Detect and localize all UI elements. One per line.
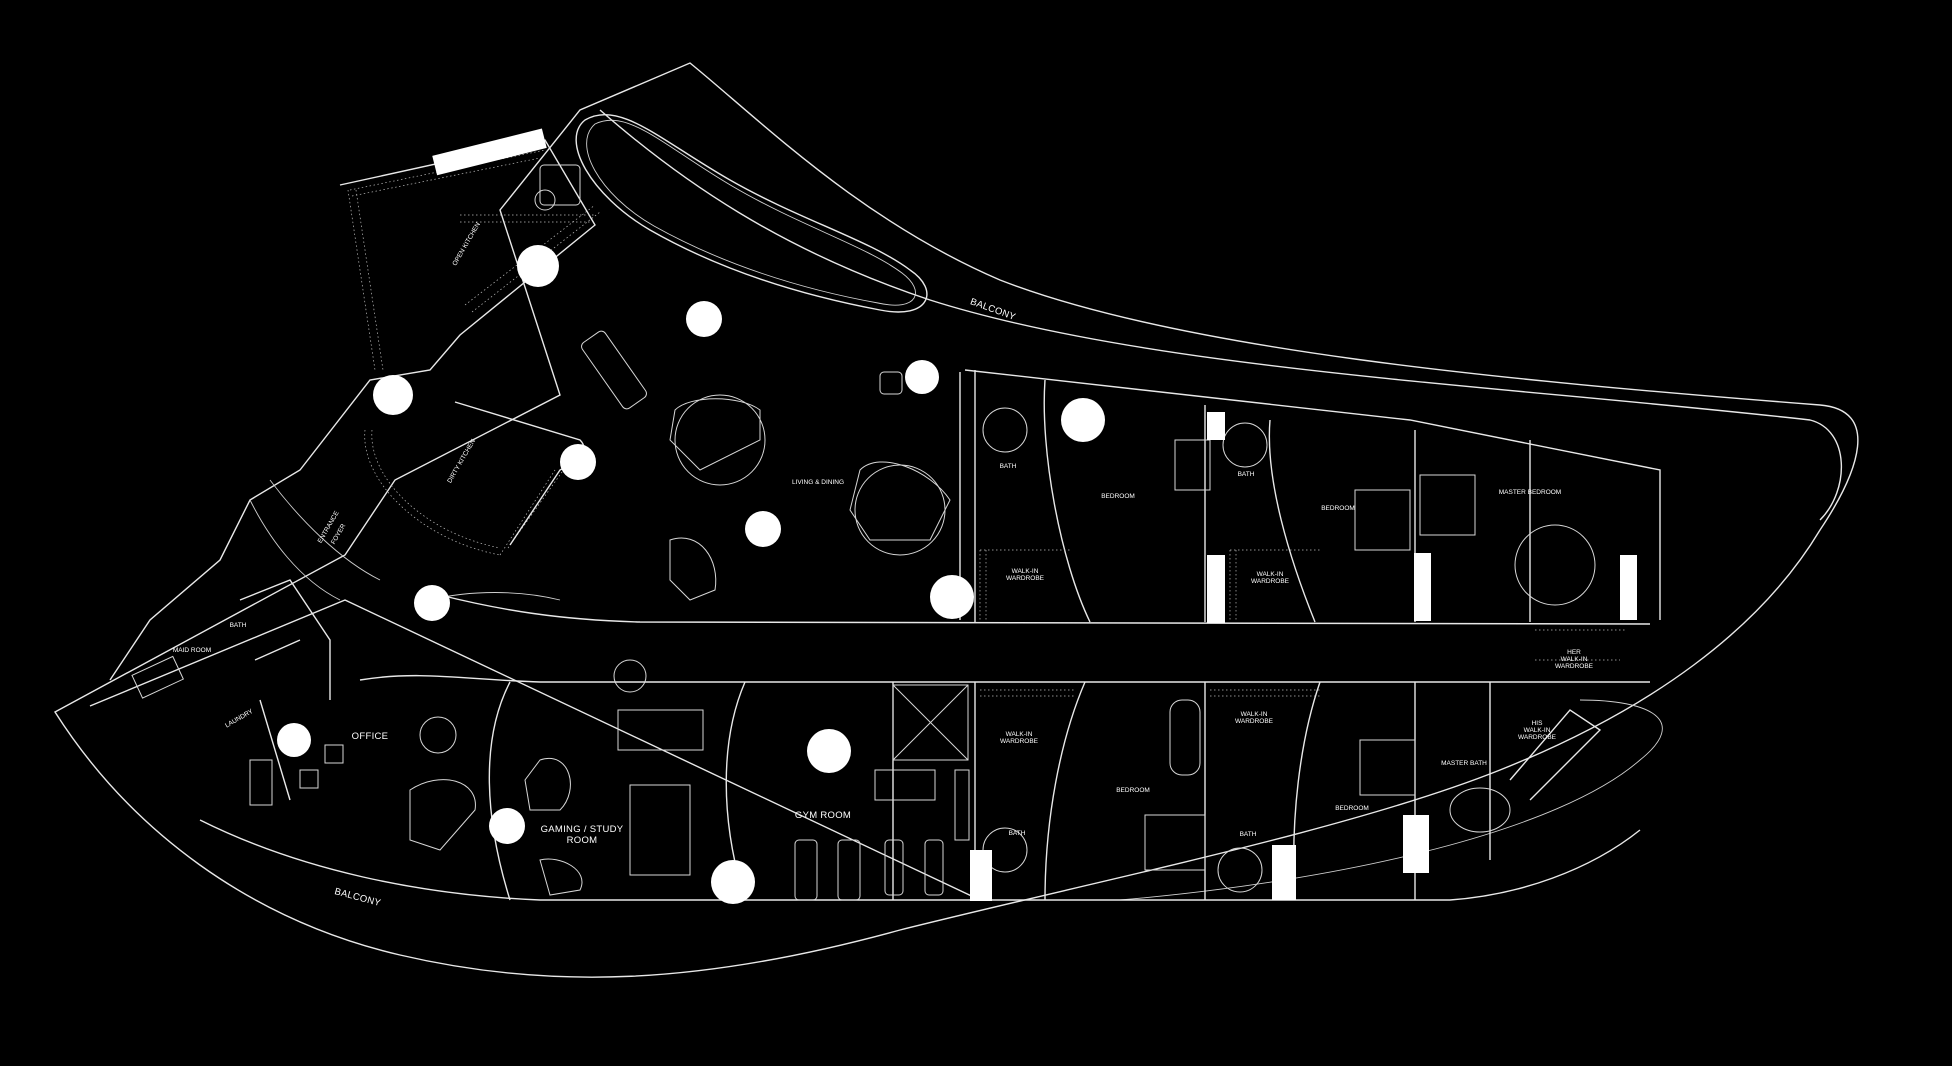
marker-block — [1272, 845, 1296, 900]
white-markers — [277, 245, 1105, 904]
label-maid-bath: BATH — [230, 622, 247, 629]
label-bath-2: BATH — [1238, 471, 1255, 478]
marker-dot — [745, 511, 781, 547]
label-walkin-3a: WALK-IN — [1241, 711, 1268, 718]
marker-dot — [905, 360, 939, 394]
label-walkin-2b: WARDROBE — [1251, 578, 1290, 585]
label-bedroom-4: BEDROOM — [1116, 787, 1150, 794]
label-gym-room: GYM ROOM — [795, 810, 851, 821]
label-his-walkin-2: WALK-IN — [1524, 727, 1551, 734]
marker-dot — [560, 444, 596, 480]
label-bedroom-2: BEDROOM — [1321, 505, 1355, 512]
label-her-walkin-1: HER — [1567, 649, 1581, 656]
marker-dot — [517, 245, 559, 287]
label-walkin-1a: WALK-IN — [1012, 568, 1039, 575]
white-blocks — [432, 128, 1637, 901]
marker-dot — [373, 375, 413, 415]
room-labels: OPEN KITCHEN DIRTY KITCHEN LIVING & DINI… — [173, 221, 1594, 909]
label-bath-1: BATH — [1000, 463, 1017, 470]
marker-dot — [277, 723, 311, 757]
marker-block — [1403, 815, 1429, 873]
marker-dot — [489, 808, 525, 844]
label-walkin-3b: WARDROBE — [1235, 718, 1274, 725]
marker-dot — [414, 585, 450, 621]
marker-dot — [807, 729, 851, 773]
label-walkin-4b: WARDROBE — [1000, 738, 1039, 745]
marker-block — [970, 850, 992, 901]
label-master-bedroom: MASTER BEDROOM — [1499, 489, 1561, 496]
label-bath-3: BATH — [1240, 831, 1257, 838]
label-living-dining: LIVING & DINING — [792, 479, 844, 486]
label-open-kitchen: OPEN KITCHEN — [451, 221, 482, 267]
label-his-walkin-3: WARDROBE — [1518, 734, 1557, 741]
label-laundry: LAUNDRY — [224, 708, 255, 730]
marker-dot — [1061, 398, 1105, 442]
marker-dot — [711, 860, 755, 904]
label-bath-4: BATH — [1009, 830, 1026, 837]
label-walkin-2a: WALK-IN — [1257, 571, 1284, 578]
marker-dot — [930, 575, 974, 619]
label-gaming-study-2: ROOM — [567, 835, 598, 846]
label-her-walkin-2: WALK-IN — [1561, 656, 1588, 663]
marker-block — [1207, 555, 1225, 623]
label-her-walkin-3: WARDROBE — [1555, 663, 1594, 670]
marker-block — [1620, 555, 1637, 620]
label-gaming-study-1: GAMING / STUDY — [541, 824, 624, 835]
label-office: OFFICE — [352, 731, 389, 742]
balcony-top-area: BALCONY — [575, 109, 1842, 521]
label-master-bath: MASTER BATH — [1441, 760, 1487, 767]
label-his-walkin-1: HIS — [1532, 720, 1544, 727]
label-bedroom-1: BEDROOM — [1101, 493, 1135, 500]
furniture — [131, 164, 1625, 901]
marker-block — [1207, 412, 1225, 440]
label-walkin-4a: WALK-IN — [1006, 731, 1033, 738]
label-walkin-1b: WARDROBE — [1006, 575, 1045, 582]
label-bedroom-3: BEDROOM — [1335, 805, 1369, 812]
label-dirty-kitchen: DIRTY KITCHEN — [446, 438, 477, 485]
balcony-bottom-label: BALCONY — [333, 886, 382, 909]
marker-dot — [686, 301, 722, 337]
balcony-top-label: BALCONY — [969, 296, 1018, 323]
marker-block — [1414, 553, 1431, 621]
label-maid-room: MAID ROOM — [173, 647, 211, 654]
marker-block — [432, 128, 547, 176]
